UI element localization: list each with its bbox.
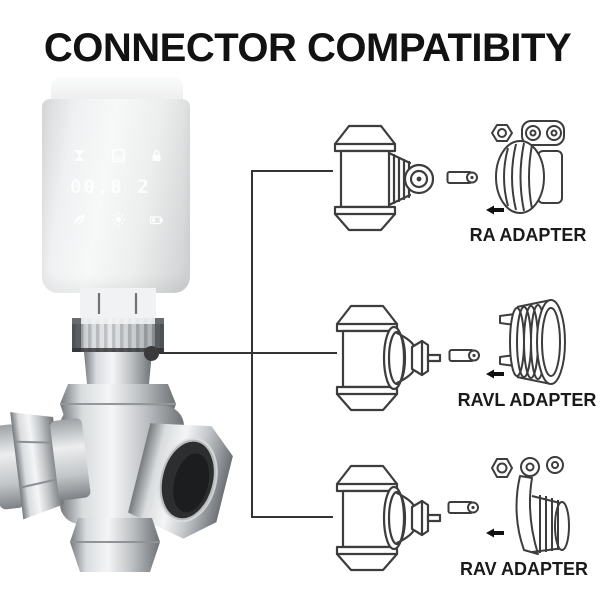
ra-adapter-label: RA ADAPTER xyxy=(469,225,587,245)
actuator-body xyxy=(42,99,190,293)
valve-left-port xyxy=(0,412,91,520)
connector-line-vertical xyxy=(251,170,253,518)
connector-line-top xyxy=(253,170,333,172)
valve-bottom-port xyxy=(70,518,160,572)
ravl-adapter-label: RAVL ADAPTER xyxy=(457,390,597,410)
valve-stem xyxy=(84,352,152,384)
valve-right-port xyxy=(128,423,233,539)
leaf-icon xyxy=(74,214,85,226)
left-arrow-icon xyxy=(486,205,504,215)
rav-adapter-drawing xyxy=(491,456,570,555)
valve-icon xyxy=(74,150,85,161)
knurled-ring-nut xyxy=(72,318,164,352)
ra-valve-drawing xyxy=(333,124,434,232)
display-icon-row-top xyxy=(68,148,168,163)
ravl-adapter-drawing xyxy=(499,299,566,385)
actuator-top-cap xyxy=(51,77,183,102)
ravl-valve-drawing xyxy=(335,304,442,412)
rav-valve-drawing xyxy=(335,464,442,572)
left-arrow-icon xyxy=(486,528,504,538)
ra-adapter-drawing xyxy=(491,120,565,214)
page-title: CONNECTOR COMPATIBITY xyxy=(43,26,572,70)
window-open-icon xyxy=(111,148,125,163)
connector-line-middle xyxy=(151,352,337,354)
connector-dot xyxy=(144,346,159,361)
display-digits: 00.8 2 xyxy=(70,176,151,198)
adapter-pin-icon xyxy=(446,171,478,184)
sun-icon xyxy=(111,212,125,227)
left-arrow-icon xyxy=(486,369,504,379)
adapter-pin-icon xyxy=(447,501,479,514)
lock-icon xyxy=(152,150,161,161)
battery-icon xyxy=(149,216,163,225)
actuator-lcd-display: 00.8 2 xyxy=(68,142,168,238)
adapter-pin-icon xyxy=(448,349,480,362)
connector-line-bottom xyxy=(253,516,333,518)
display-icon-row-bottom xyxy=(68,212,168,227)
actuator-neck xyxy=(80,288,156,322)
rav-adapter-label: RAV ADAPTER xyxy=(459,559,588,579)
chrome-valve-body-photo xyxy=(0,288,233,572)
